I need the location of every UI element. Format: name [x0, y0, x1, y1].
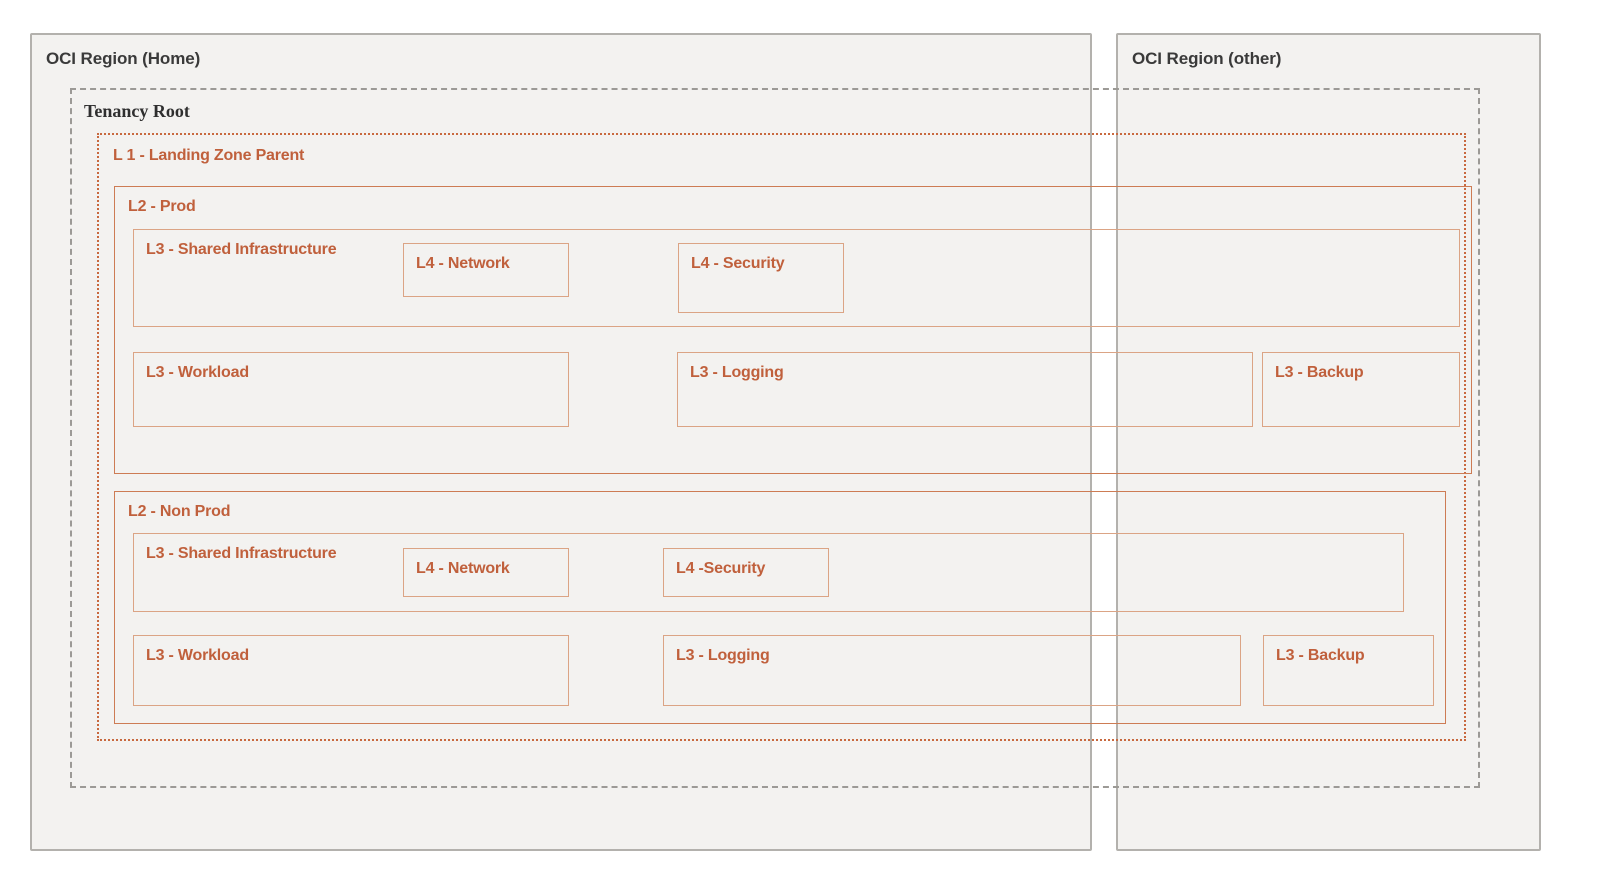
prod-l4-network-label: L4 - Network: [416, 255, 510, 272]
nonprod-l3-workload-label: L3 - Workload: [146, 647, 249, 664]
prod-l3-backup-box: L3 - Backup: [1262, 352, 1460, 427]
nonprod-l3-shared-infrastructure-box: L3 - Shared Infrastructure: [133, 533, 1404, 612]
l1-landing-zone-parent-box: L 1 - Landing Zone Parent: [97, 133, 1466, 741]
prod-l3-shared-infrastructure-label: L3 - Shared Infrastructure: [146, 241, 337, 258]
l1-landing-zone-parent-label: L 1 - Landing Zone Parent: [113, 147, 305, 164]
prod-l4-security-label: L4 - Security: [691, 255, 785, 272]
oci-region-home-label: OCI Region (Home): [46, 49, 201, 68]
nonprod-l3-logging-label: L3 - Logging: [676, 647, 770, 664]
prod-l4-network-box: L4 - Network: [403, 243, 569, 297]
l2-prod-label: L2 - Prod: [128, 198, 196, 215]
prod-l3-workload-box: L3 - Workload: [133, 352, 569, 427]
tenancy-root-label: Tenancy Root: [84, 101, 190, 121]
prod-l4-security-box: L4 - Security: [678, 243, 844, 313]
nonprod-l3-logging-box: L3 - Logging: [663, 635, 1241, 706]
nonprod-l3-backup-box: L3 - Backup: [1263, 635, 1434, 706]
prod-l3-workload-label: L3 - Workload: [146, 364, 249, 381]
l2-non-prod-label: L2 - Non Prod: [128, 503, 231, 520]
prod-l3-logging-label: L3 - Logging: [690, 364, 784, 381]
tenancy-root-box: Tenancy Root: [70, 88, 1480, 788]
oci-region-home-panel: OCI Region (Home): [30, 33, 1092, 851]
nonprod-l4-network-box: L4 - Network: [403, 548, 569, 597]
nonprod-l4-security-label: L4 -Security: [676, 560, 766, 577]
l2-non-prod-box: L2 - Non Prod: [114, 491, 1446, 724]
nonprod-l3-shared-infrastructure-label: L3 - Shared Infrastructure: [146, 545, 337, 562]
l2-prod-box: L2 - Prod: [114, 186, 1472, 474]
oci-region-other-panel: OCI Region (other): [1116, 33, 1541, 851]
nonprod-l3-backup-label: L3 - Backup: [1276, 647, 1365, 664]
prod-l3-shared-infrastructure-box: L3 - Shared Infrastructure: [133, 229, 1460, 327]
prod-l3-backup-label: L3 - Backup: [1275, 364, 1364, 381]
oci-region-other-label: OCI Region (other): [1132, 49, 1282, 68]
nonprod-l4-security-box: L4 -Security: [663, 548, 829, 597]
prod-l3-logging-box: L3 - Logging: [677, 352, 1253, 427]
nonprod-l4-network-label: L4 - Network: [416, 560, 510, 577]
nonprod-l3-workload-box: L3 - Workload: [133, 635, 569, 706]
